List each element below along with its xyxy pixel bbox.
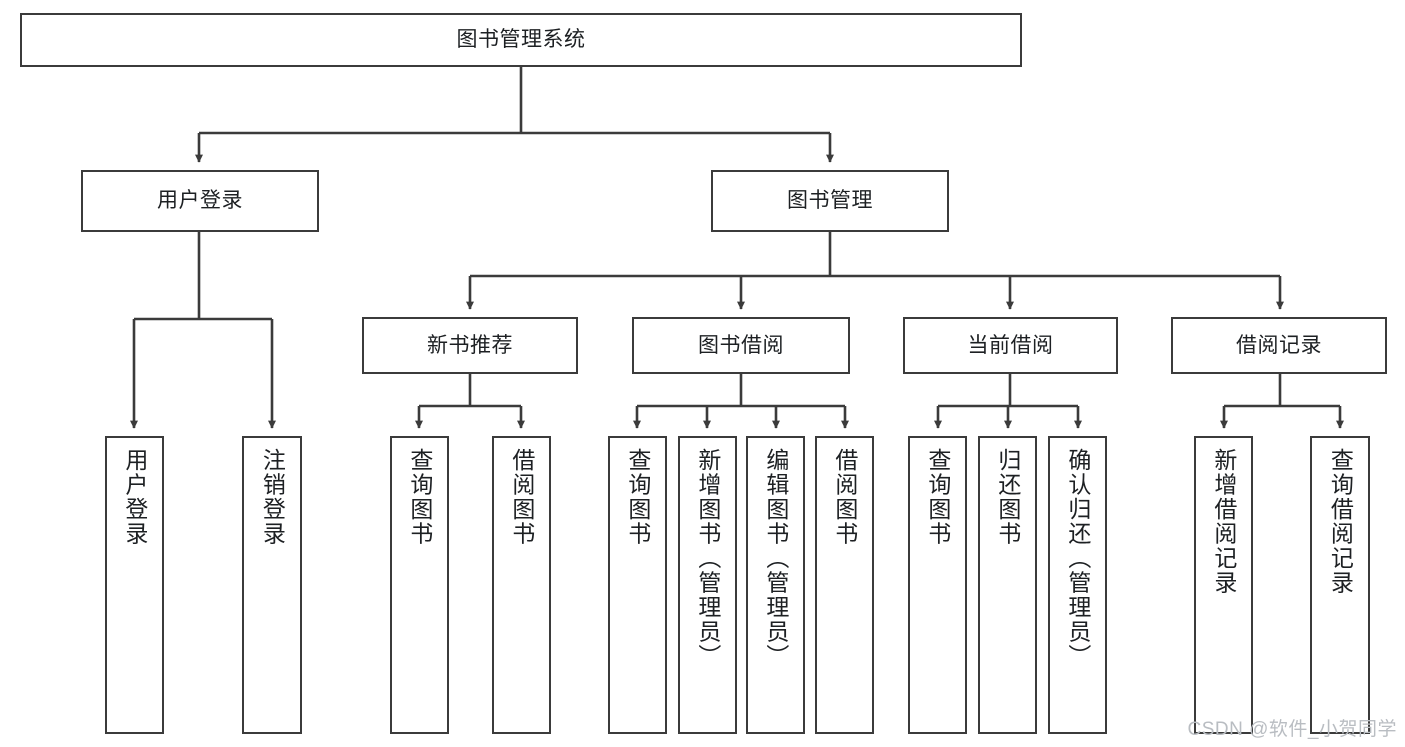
node-user-login-label: 用户登录 xyxy=(157,189,243,213)
node-root-label: 图书管理系统 xyxy=(456,28,586,52)
node-leaf-return-book[interactable]: 归还图书 xyxy=(978,436,1037,734)
node-leaf-query-book-2[interactable]: 查询图书 xyxy=(608,436,667,734)
node-leaf-add-record-label: 新增借阅记录 xyxy=(1210,448,1237,595)
node-user-login[interactable]: 用户登录 xyxy=(81,170,319,232)
node-leaf-add-book[interactable]: 新增图书（管理员） xyxy=(678,436,737,734)
node-leaf-add-record[interactable]: 新增借阅记录 xyxy=(1194,436,1253,734)
node-leaf-borrow-book-1-label: 借阅图书 xyxy=(508,448,535,546)
node-leaf-query-book-3[interactable]: 查询图书 xyxy=(908,436,967,734)
node-leaf-add-book-label: 新增图书（管理员） xyxy=(694,448,721,669)
node-leaf-query-book-1[interactable]: 查询图书 xyxy=(390,436,449,734)
node-root[interactable]: 图书管理系统 xyxy=(20,13,1022,67)
node-leaf-confirm-return[interactable]: 确认归还（管理员） xyxy=(1048,436,1107,734)
node-leaf-confirm-return-label: 确认归还（管理员） xyxy=(1064,448,1091,669)
node-leaf-borrow-book-2[interactable]: 借阅图书 xyxy=(815,436,874,734)
node-leaf-edit-book[interactable]: 编辑图书（管理员） xyxy=(746,436,805,734)
node-leaf-query-record[interactable]: 查询借阅记录 xyxy=(1310,436,1370,734)
node-leaf-return-book-label: 归还图书 xyxy=(994,448,1021,546)
node-new-book-recommend[interactable]: 新书推荐 xyxy=(362,317,578,374)
node-leaf-query-book-2-label: 查询图书 xyxy=(624,448,651,546)
node-leaf-user-login[interactable]: 用户登录 xyxy=(105,436,164,734)
node-leaf-edit-book-label: 编辑图书（管理员） xyxy=(762,448,789,669)
node-leaf-query-record-label: 查询借阅记录 xyxy=(1327,448,1354,595)
node-borrow-record-label: 借阅记录 xyxy=(1236,333,1322,357)
node-leaf-query-book-1-label: 查询图书 xyxy=(406,448,433,546)
node-current-borrow-label: 当前借阅 xyxy=(967,333,1054,357)
node-current-borrow[interactable]: 当前借阅 xyxy=(903,317,1118,374)
node-leaf-logout-login[interactable]: 注销登录 xyxy=(242,436,302,734)
node-leaf-query-book-3-label: 查询图书 xyxy=(924,448,951,546)
node-leaf-logout-login-label: 注销登录 xyxy=(259,448,286,546)
node-borrow-record[interactable]: 借阅记录 xyxy=(1171,317,1387,374)
node-book-borrow-label: 图书借阅 xyxy=(698,333,784,357)
node-new-book-recommend-label: 新书推荐 xyxy=(427,333,513,357)
node-book-management[interactable]: 图书管理 xyxy=(711,170,949,232)
node-book-borrow[interactable]: 图书借阅 xyxy=(632,317,850,374)
node-leaf-borrow-book-1[interactable]: 借阅图书 xyxy=(492,436,551,734)
node-leaf-user-login-label: 用户登录 xyxy=(121,448,148,546)
node-book-management-label: 图书管理 xyxy=(787,189,873,213)
node-leaf-borrow-book-2-label: 借阅图书 xyxy=(831,448,858,546)
